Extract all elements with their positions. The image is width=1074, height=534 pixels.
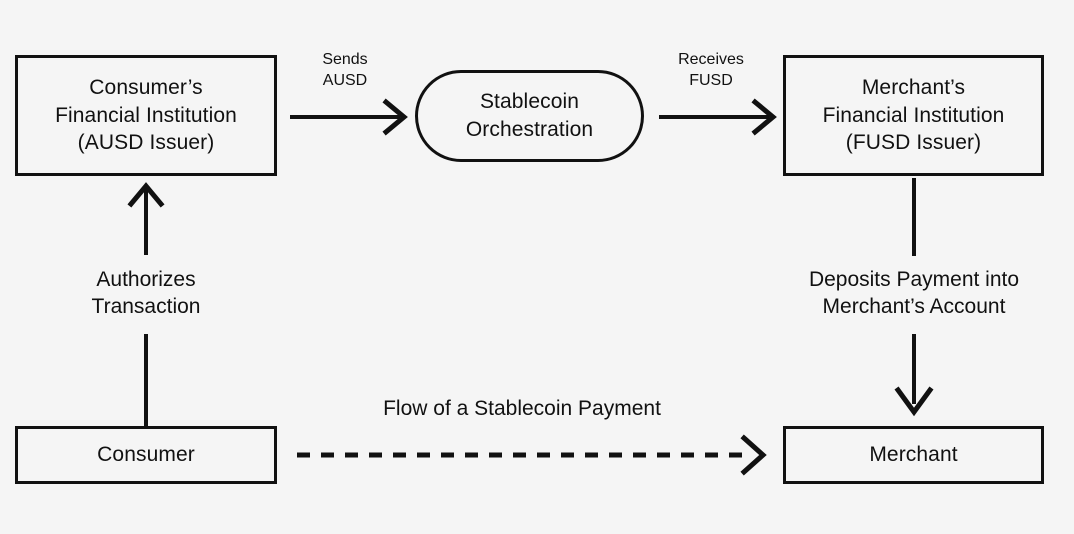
edge-label-receives-fusd: Receives FUSD <box>665 50 757 92</box>
node-stablecoin-orchestration[interactable]: Stablecoin Orchestration <box>415 70 644 162</box>
node-orchestration-line-1: Stablecoin <box>479 90 580 114</box>
edge-label-authorizes-transaction: Authorizes Transaction <box>51 266 241 321</box>
arrow-consumer-fi-to-orchestration <box>290 98 408 136</box>
arrow-merchant-fi-to-merchant <box>894 178 934 417</box>
edge-label-deposits-line-2: Merchant’s Account <box>822 295 1006 319</box>
node-merchant-fi-line-2: Financial Institution <box>822 103 1005 127</box>
edge-label-sends-ausd: Sends AUSD <box>305 50 385 92</box>
edge-label-flow-of-stablecoin-payment: Flow of a Stablecoin Payment <box>347 395 697 423</box>
node-merchant-fi-line-3: (FUSD Issuer) <box>845 131 982 155</box>
node-merchant-financial-institution[interactable]: Merchant’s Financial Institution (FUSD I… <box>783 55 1044 176</box>
edge-label-sends-ausd-line-1: Sends <box>322 51 368 68</box>
edge-label-deposits-payment: Deposits Payment into Merchant’s Account <box>772 266 1056 321</box>
node-consumer-fi-line-3: (AUSD Issuer) <box>77 131 215 155</box>
node-consumer-label: Consumer <box>97 443 195 467</box>
node-consumer-fi-line-1: Consumer’s <box>89 75 203 99</box>
edge-label-receives-fusd-line-2: FUSD <box>689 71 733 89</box>
arrow-orchestration-to-merchant-fi <box>659 98 777 136</box>
arrow-consumer-to-consumer-fi <box>127 182 165 426</box>
node-merchant-label: Merchant <box>869 443 958 467</box>
edge-label-authorizes-line-2: Transaction <box>91 295 201 319</box>
edge-label-authorizes-line-1: Authorizes <box>96 268 196 291</box>
edge-label-flow-line-1: Flow of a Stablecoin Payment <box>383 397 661 420</box>
node-orchestration-line-2: Orchestration <box>465 118 594 141</box>
node-consumer-financial-institution[interactable]: Consumer’s Financial Institution (AUSD I… <box>15 55 277 176</box>
node-consumer-fi-line-2: Financial Institution <box>55 103 237 127</box>
node-merchant[interactable]: Merchant <box>783 426 1044 484</box>
node-consumer[interactable]: Consumer <box>15 426 277 484</box>
node-merchant-fi-line-1: Merchant’s <box>861 75 966 99</box>
edge-label-sends-ausd-line-2: AUSD <box>322 71 368 89</box>
edge-label-deposits-line-1: Deposits Payment into <box>808 268 1020 291</box>
edge-label-receives-fusd-line-1: Receives <box>678 51 744 68</box>
dashed-arrow-consumer-to-merchant <box>297 434 767 476</box>
